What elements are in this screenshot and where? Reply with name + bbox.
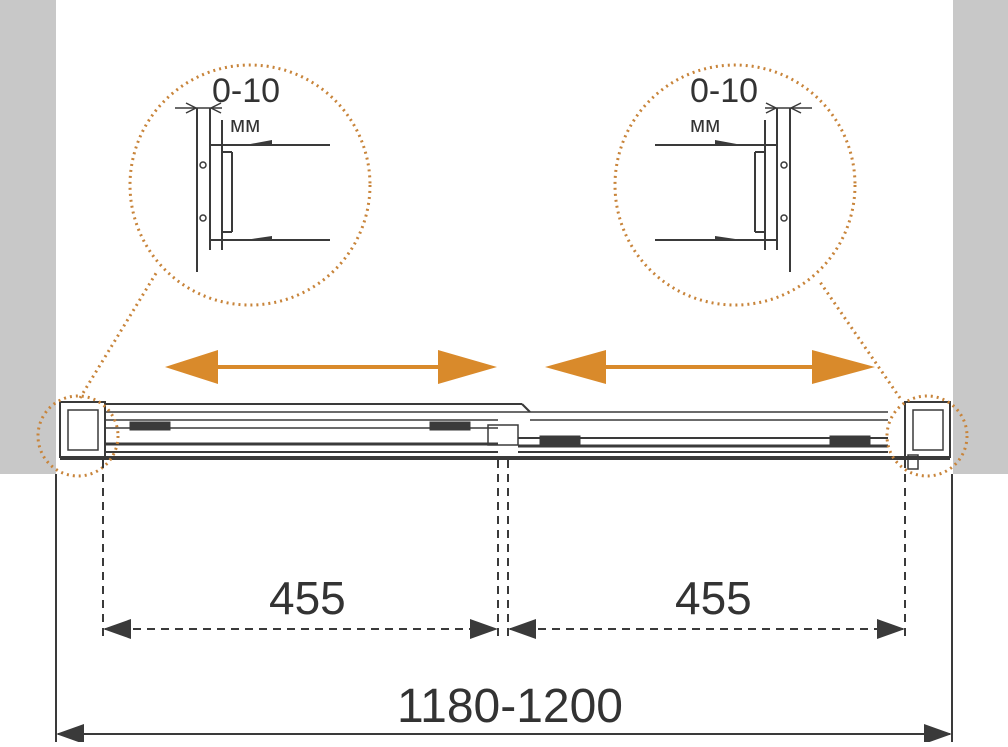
detail-right: 0-10 мм <box>613 63 857 307</box>
dimension-lines <box>55 460 953 744</box>
connector-right <box>818 281 902 399</box>
slide-arrow-right <box>545 350 875 384</box>
connector-left <box>78 269 160 399</box>
zoom-marker-right <box>885 394 969 478</box>
left-wall <box>0 0 56 474</box>
detail-left: 0-10 мм <box>128 63 372 307</box>
detail-left-range: 0-10 <box>212 72 280 110</box>
right-wall <box>953 0 1008 474</box>
dimension-left-panel: 455 <box>269 572 346 624</box>
zoom-marker-left <box>36 394 120 478</box>
detail-right-range: 0-10 <box>690 72 758 110</box>
dimension-right-panel: 455 <box>675 572 752 624</box>
slide-arrow-left <box>165 350 497 384</box>
detail-right-unit: мм <box>690 112 720 137</box>
dimension-total: 1180-1200 <box>397 680 623 733</box>
detail-left-unit: мм <box>230 112 260 137</box>
door-profile <box>59 401 951 470</box>
